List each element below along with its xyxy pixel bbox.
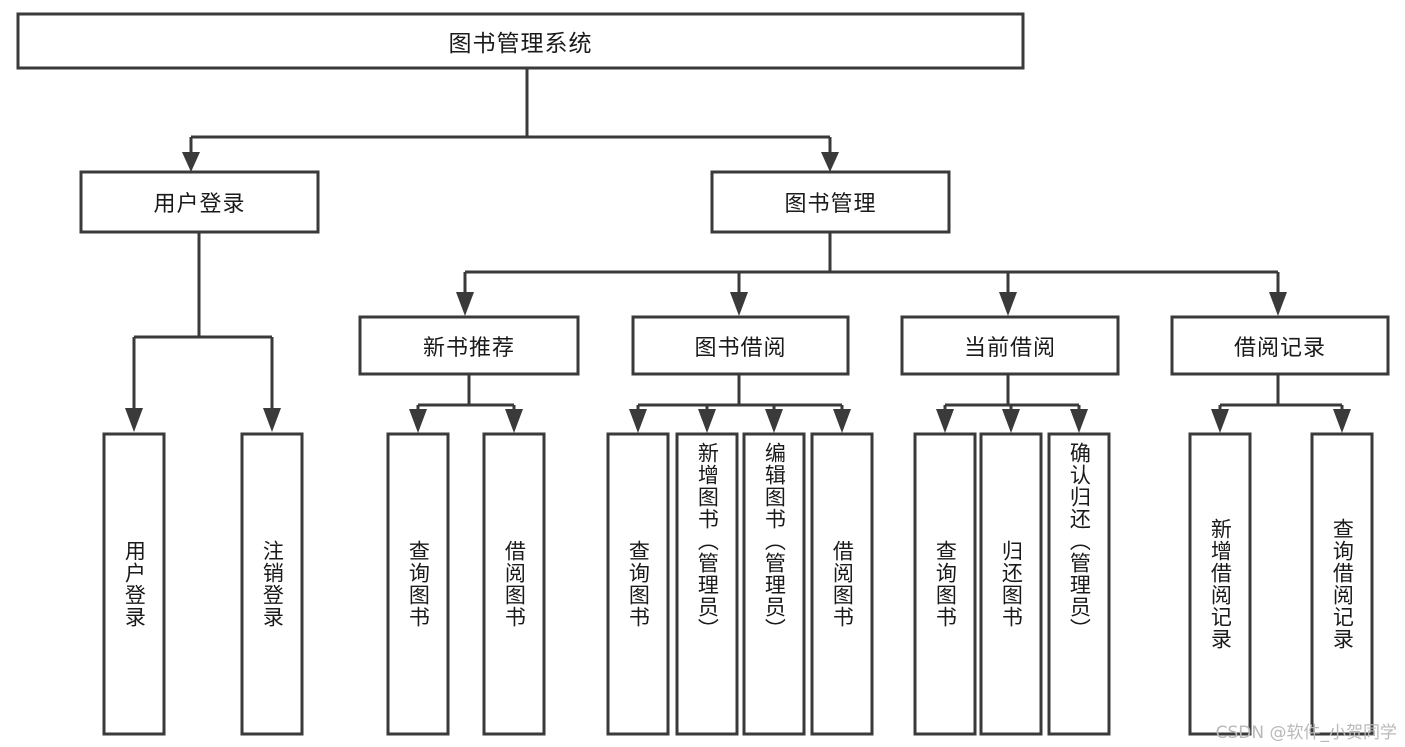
- arrowhead-borrowrecord: [1269, 292, 1287, 316]
- arrowhead-leaf5: [629, 409, 647, 433]
- arrowhead-leaf13: [1333, 409, 1351, 433]
- node-leaf-6-box[interactable]: [675, 432, 739, 736]
- node-book-manage-box[interactable]: [710, 170, 951, 234]
- node-leaf-11-box[interactable]: [1047, 432, 1111, 736]
- arrowhead-currentborrow: [999, 292, 1017, 316]
- node-leaf-9-box[interactable]: [913, 432, 977, 736]
- arrowhead-leaf1: [125, 408, 143, 432]
- arrowhead-leaf11: [1070, 409, 1088, 433]
- arrowhead-leaf4: [505, 409, 523, 433]
- arrowhead-leaf9: [936, 409, 954, 433]
- arrowhead-leaf12: [1211, 409, 1229, 433]
- node-new-book-rec-box[interactable]: [358, 315, 580, 376]
- arrowhead-user-login: [182, 152, 200, 172]
- node-leaf-5-box[interactable]: [606, 432, 670, 736]
- node-root-box[interactable]: [16, 12, 1025, 70]
- arrowhead-leaf6: [698, 409, 716, 433]
- node-leaf-4-box[interactable]: [482, 432, 546, 736]
- arrowhead-leaf7: [765, 409, 783, 433]
- node-current-borrow-box[interactable]: [900, 315, 1120, 376]
- arrowhead-bookborrow: [730, 292, 748, 316]
- node-leaf-8-box[interactable]: [810, 432, 874, 736]
- arrowhead-leaf3: [409, 409, 427, 433]
- arrowhead-leaf2: [263, 408, 281, 432]
- node-leaf-10-box[interactable]: [979, 432, 1043, 736]
- node-leaf-7-box[interactable]: [742, 432, 806, 736]
- node-leaf-12-box[interactable]: [1188, 432, 1252, 736]
- node-leaf-2-box[interactable]: [240, 432, 304, 736]
- arrowhead-newbook: [456, 292, 474, 316]
- arrowhead-leaf10: [1002, 409, 1020, 433]
- node-book-borrow-box[interactable]: [631, 315, 850, 376]
- node-leaf-1-box[interactable]: [102, 432, 166, 736]
- arrowhead-leaf8: [833, 409, 851, 433]
- node-borrow-record-box[interactable]: [1170, 315, 1390, 376]
- node-leaf-3-box[interactable]: [386, 432, 450, 736]
- node-user-login-box[interactable]: [79, 170, 320, 234]
- arrowhead-book-manage: [821, 152, 839, 172]
- node-leaf-13-box[interactable]: [1310, 432, 1374, 736]
